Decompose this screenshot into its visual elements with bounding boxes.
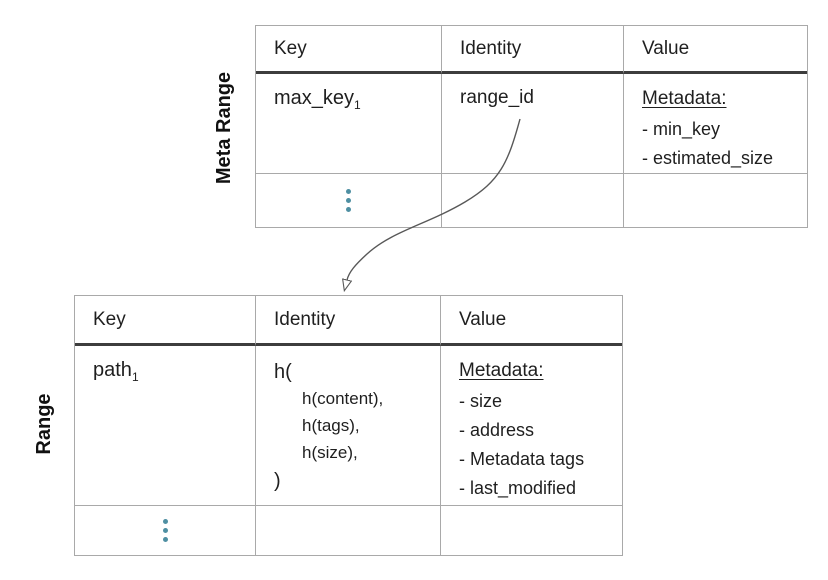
hash-expression-open: h(: [274, 361, 292, 383]
empty-cell: [624, 174, 807, 227]
range-cell-value: Metadata: - size - address - Metadata ta…: [441, 346, 622, 506]
range-label: Range: [33, 393, 55, 455]
hash-argument: h(content),: [302, 389, 384, 408]
key-name: max_key: [274, 87, 355, 109]
metadata-item: - Metadata tags: [459, 449, 585, 469]
meta-range-more-rows-cell: [256, 174, 442, 227]
range-table: Key Identity Value path1 h( h(content), …: [74, 295, 623, 556]
vertical-ellipsis-icon: [162, 519, 168, 542]
range-cell-key: path1: [75, 346, 256, 506]
range-header-identity: Identity: [256, 296, 441, 346]
meta-range-cell-value: Metadata: - min_key - estimated_size: [624, 74, 807, 174]
metadata-item: - size: [459, 391, 503, 411]
meta-range-header-value: Value: [624, 26, 807, 74]
empty-cell: [441, 506, 622, 555]
hash-expression-close: ): [274, 470, 281, 492]
metadata-heading: Metadata:: [642, 88, 727, 109]
empty-cell: [256, 506, 441, 555]
meta-range-label: Meta Range: [213, 71, 235, 185]
key-name: path: [93, 359, 132, 381]
meta-range-header-identity: Identity: [442, 26, 624, 74]
metadata-item: - estimated_size: [642, 148, 774, 168]
range-cell-identity: h( h(content), h(tags), h(size), ): [256, 346, 441, 506]
metadata-heading: Metadata:: [459, 360, 544, 381]
hash-argument: h(tags),: [302, 416, 360, 435]
meta-range-table: Key Identity Value max_key1 range_id Met…: [255, 25, 808, 228]
range-header-value: Value: [441, 296, 622, 346]
metadata-item: - last_modified: [459, 478, 577, 498]
empty-cell: [442, 174, 624, 227]
meta-range-header-key: Key: [256, 26, 442, 74]
key-subscript: 1: [354, 97, 361, 112]
range-more-rows-cell: [75, 506, 256, 555]
metadata-item: - min_key: [642, 119, 721, 139]
range-header-key: Key: [75, 296, 256, 346]
vertical-ellipsis-icon: [346, 189, 351, 212]
meta-range-cell-identity: range_id: [442, 74, 624, 174]
identity-value: range_id: [460, 87, 534, 108]
metadata-item: - address: [459, 420, 535, 440]
key-subscript: 1: [131, 369, 139, 384]
meta-range-cell-key: max_key1: [256, 74, 442, 174]
hash-argument: h(size),: [302, 443, 358, 462]
